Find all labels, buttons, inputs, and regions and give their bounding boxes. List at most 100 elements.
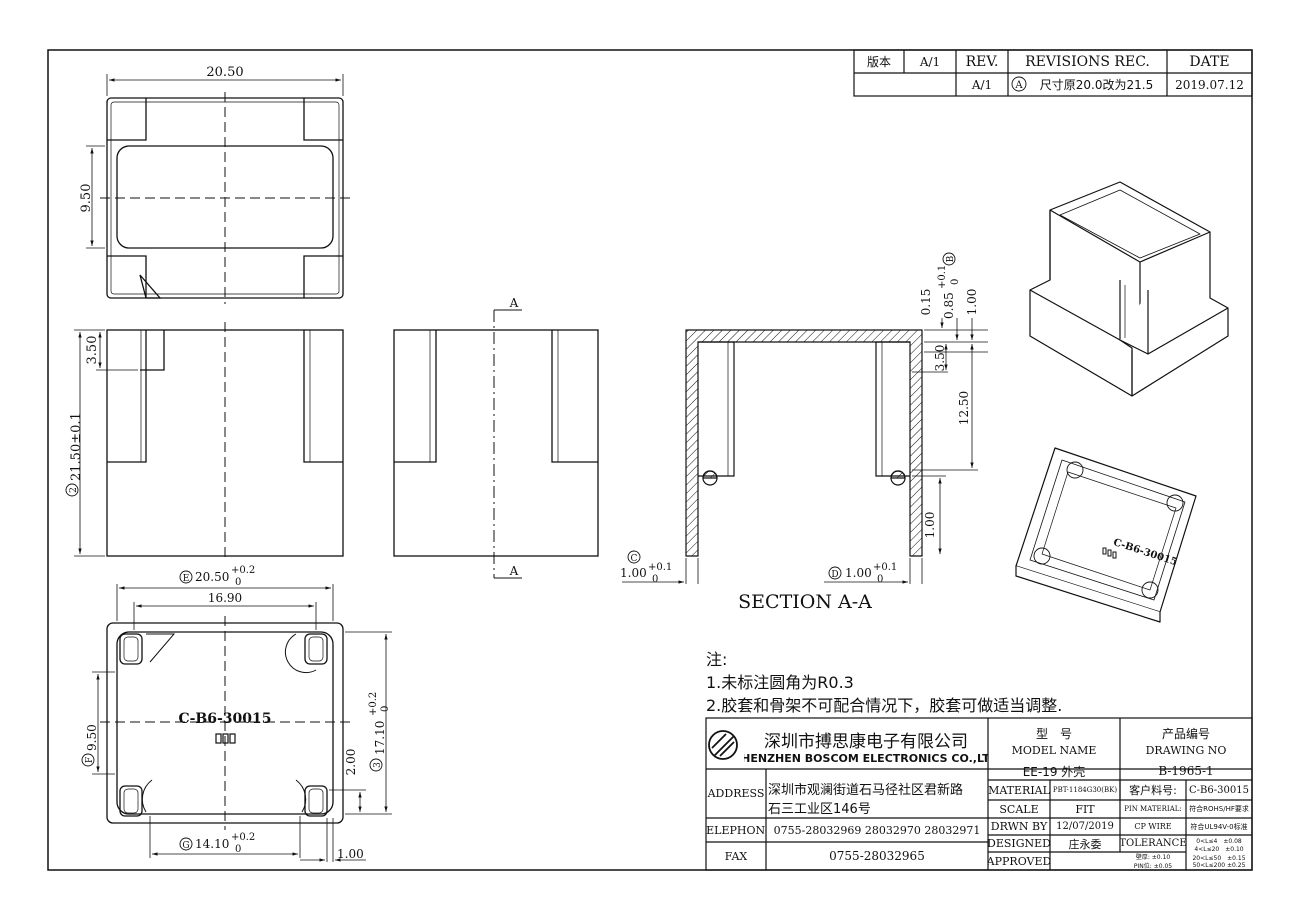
dim-sec-085-tol-plus: +0.1 — [937, 265, 948, 289]
telephone-value: 0755-28032969 28032970 28032971 — [773, 823, 981, 837]
dim-sec-085-marker: B — [946, 255, 956, 262]
iso-bottom-view — [1015, 447, 1197, 623]
dim-bottom-outer-marker: E — [183, 574, 190, 584]
notes-line1: 1.未标注圆角为R0.3 — [706, 673, 854, 692]
drawn-label: DRWN BY — [990, 820, 1048, 833]
dim-sec-085: 0.85 — [942, 292, 956, 319]
section-view — [685, 329, 923, 557]
dim-front-drop: 3.50 — [85, 336, 100, 365]
tol-row2: 4<L≤20 ±0.10 — [1194, 845, 1244, 853]
material-label: MATERIAL — [988, 783, 1050, 797]
tol-row1: 0<L≤4 ±0.08 — [1196, 837, 1242, 845]
model-value: EE-19 外壳 — [1022, 764, 1086, 779]
dim-top-height: 9.50 — [79, 184, 94, 213]
dim-bottom-right-tol-plus: +0.2 — [368, 692, 379, 716]
front-view-dims — [74, 329, 138, 557]
dim-top-width: 20.50 — [206, 65, 243, 80]
pin-material-label: PIN MATERIAL: — [1124, 805, 1182, 813]
address-label: ADDRESS — [707, 787, 765, 800]
fax-label: FAX — [724, 849, 748, 863]
title-block-grid — [705, 717, 1253, 871]
bottom-view — [100, 616, 350, 830]
dim-sec-left-marker: C — [631, 554, 638, 564]
company-name-en: SHENZHEN BOSCOM ELECTRONICS CO.,LTD — [744, 751, 988, 765]
tol-pin: PIN位: ±0.05 — [1133, 863, 1173, 870]
model-label-en: MODEL NAME — [1011, 743, 1097, 757]
cp-wire-value: 符合UL94V-0标准 — [1190, 822, 1248, 831]
dim-sec-1250: 12.50 — [957, 391, 971, 425]
dim-front-height-marker: 2 — [69, 487, 79, 493]
dim-front-height-group: 2 21.50±0.1 — [65, 412, 84, 497]
pin-material-value: 符合ROHS/HF要求 — [1189, 805, 1249, 813]
section-dims — [622, 318, 988, 584]
drawing-label-en: DRAWING NO — [1145, 743, 1227, 757]
dim-bottom-slot: 14.10 — [195, 837, 229, 851]
notes-heading: 注: — [706, 650, 728, 669]
dim-bottom-outer-tol-zero: 0 — [235, 577, 241, 588]
date-label: DATE — [1189, 53, 1230, 70]
notes-line2: 2.胶套和骨架不可配合情况下，胶套可做适当调整. — [706, 696, 1063, 715]
rev-version-label: 版本 — [866, 55, 891, 69]
rev-value: A/1 — [971, 77, 993, 92]
top-view-dims — [86, 74, 344, 249]
dim-front-height: 21.50±0.1 — [69, 412, 84, 481]
dim-sec-left-tol-plus: +0.1 — [648, 562, 672, 573]
telephone-label: TELEPHONE — [706, 823, 766, 837]
address-line2: 石三工业区146号 — [768, 801, 871, 817]
tolerance-label: TOLERANCE — [1120, 838, 1186, 849]
sheet-border — [47, 49, 1253, 871]
company-name-cn: 深圳市搏思康电子有限公司 — [764, 731, 968, 751]
dim-bottom-right-marker: 3 — [373, 762, 383, 768]
cp-wire-label: CP WIRE — [1134, 822, 1172, 831]
dim-bottom-slot-marker: G — [182, 841, 189, 851]
scale-label: SCALE — [999, 802, 1039, 816]
dim-bottom-gap: 1.00 — [337, 847, 364, 861]
dim-sec-right-tol-plus: +0.1 — [873, 562, 897, 573]
rev-label: REV. — [965, 53, 999, 70]
dim-sec-350: 3.50 — [933, 345, 947, 372]
designed-value: 庄永委 — [1068, 837, 1102, 851]
material-value: PBT-1184G30(BK) — [1052, 786, 1118, 794]
dim-bottom-right-group: 3 17.10 +0.2 0 — [368, 692, 391, 772]
section-cut-marks — [494, 309, 522, 579]
dim-bottom-right-tol-zero: 0 — [380, 706, 391, 712]
dim-bottom-slot-tol-zero: 0 — [235, 844, 241, 855]
tol-wall: 壁厚: ±0.10 — [1135, 854, 1171, 861]
iso-top-view — [1029, 181, 1229, 397]
bottom-view-dims — [92, 584, 392, 862]
approved-label: APPROVED — [988, 854, 1050, 868]
section-label-bottom: A — [509, 564, 519, 578]
scale-value: FIT — [1075, 802, 1095, 816]
dim-sec-right-tol-zero: 0 — [877, 574, 883, 585]
customer-pn-value: C-B6-30015 — [1189, 784, 1249, 796]
customer-pn-label: 客户料号: — [1129, 784, 1177, 797]
dim-sec-left-tol-zero: 0 — [652, 574, 658, 585]
dim-sec-100-top: 1.00 — [965, 289, 979, 316]
date-value: 2019.07.12 — [1175, 77, 1244, 92]
tol-row4: 50<L≤200 ±0.25 — [1192, 861, 1246, 869]
dim-sec-left: 1.00 — [620, 566, 647, 580]
dim-sec-right: 1.00 — [845, 566, 872, 580]
dim-bottom-outer-tol-plus: +0.2 — [231, 565, 255, 576]
dim-bottom-left: 9.50 — [85, 724, 99, 751]
dim-sec-100-side: 1.00 — [923, 512, 937, 539]
revisions-label: REVISIONS REC. — [1025, 53, 1150, 70]
dim-bottom-left-group: F 9.50 — [81, 724, 99, 767]
dim-sec-015: 0.15 — [919, 289, 933, 316]
front-view — [106, 322, 344, 562]
fax-value: 0755-28032965 — [829, 849, 925, 863]
designed-label: DESIGNED — [988, 837, 1050, 850]
section-title: SECTION A-A — [738, 591, 872, 613]
revision-marker: A — [1014, 80, 1023, 91]
section-label-top: A — [509, 296, 519, 310]
drawing-value: B-1965-1 — [1158, 764, 1214, 778]
dim-bottom-left-marker: F — [85, 757, 95, 763]
dim-sec-085-group: 0.85 +0.1 0 B — [937, 252, 961, 319]
dim-bottom-slot-tol-plus: +0.2 — [231, 832, 255, 843]
revision-text: 尺寸原20.0改为21.5 — [1039, 78, 1154, 92]
address-line1: 深圳市观澜街道石马径社区君新路 — [768, 782, 964, 798]
dim-sec-085-tol-zero: 0 — [950, 279, 961, 285]
bottom-part-label: C-B6-30015 — [178, 711, 271, 727]
bottom-part-glyph — [215, 733, 236, 744]
